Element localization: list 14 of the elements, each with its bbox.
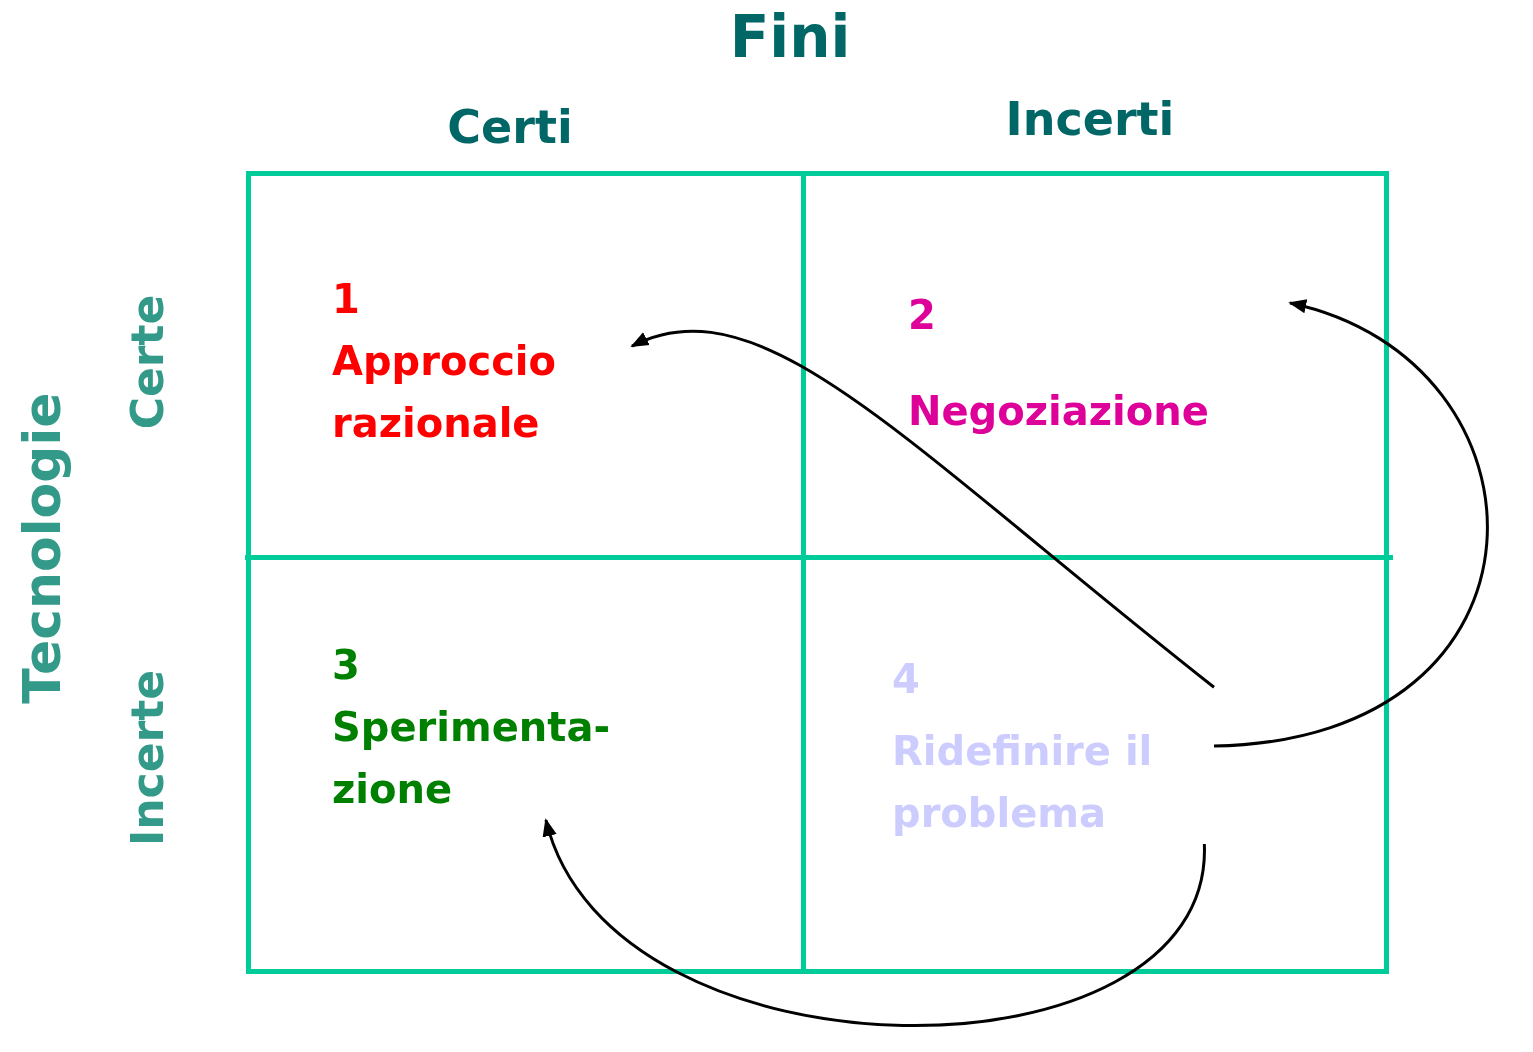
quadrant-label: Sperimenta-zione	[332, 703, 611, 814]
column-heading: Incerti	[1005, 96, 1175, 142]
quadrant-number: 3	[332, 641, 361, 690]
quadrant-label: Approccio razionale	[332, 337, 558, 448]
axis-title: Fini	[729, 8, 851, 66]
row-heading: Incerte	[126, 669, 170, 847]
curved-arrow	[544, 818, 1206, 1027]
curved-arrow	[1213, 301, 1489, 748]
row-heading: Certe	[126, 294, 170, 430]
curved-arrow	[630, 329, 1215, 689]
quadrant-number: 1	[332, 275, 361, 324]
column-heading: Certi	[447, 104, 573, 150]
quadrant-label: Negoziazione	[908, 387, 1210, 436]
quadrant-number: 2	[908, 291, 937, 340]
